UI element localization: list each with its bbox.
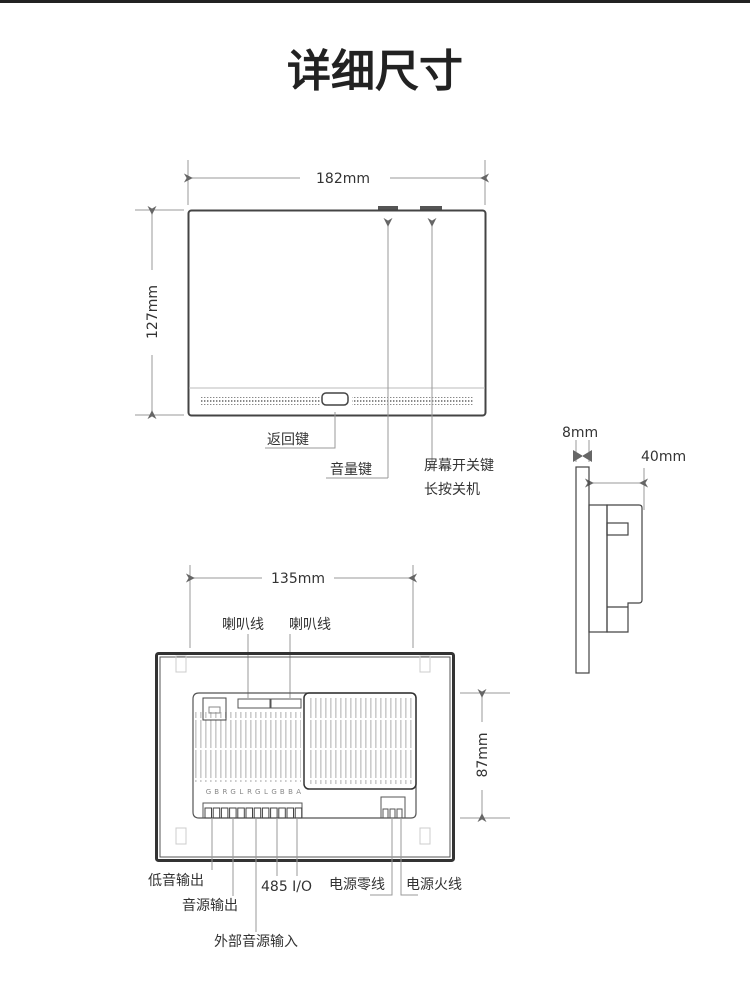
width-dimension: 182mm (316, 171, 370, 187)
power-button (420, 206, 442, 211)
rj45-port (202, 697, 227, 721)
rs485-label: 485 I/O (261, 879, 312, 895)
terminal-label: B (280, 788, 285, 796)
speaker-grille-left (200, 397, 320, 405)
front-panel (187, 209, 487, 417)
terminal-slot (204, 807, 212, 819)
back-key (321, 392, 349, 406)
back-height-dimension: 87mm (475, 732, 491, 777)
bass-out-label: 低音输出 (148, 872, 204, 889)
terminal-slot (286, 807, 294, 819)
neutral-wire-label: 电源零线 (329, 877, 385, 893)
power-key-label: 屏幕开关键 (424, 458, 494, 474)
page-title: 详细尺寸 (287, 46, 463, 97)
terminal-label: L (264, 788, 268, 796)
terminal-slot (245, 807, 253, 819)
volume-key-label: 音量键 (330, 461, 372, 478)
speaker-grille-right (352, 397, 474, 405)
terminal-slot (261, 807, 270, 819)
depth-dimension: 40mm (641, 449, 686, 465)
back-width-dimension: 135mm (271, 571, 325, 587)
terminal-label: A (296, 788, 301, 796)
terminal-slot (229, 807, 237, 819)
volume-button (378, 206, 398, 211)
terminal-label: G (255, 788, 260, 796)
terminal-slot (278, 807, 286, 819)
speaker-wire-label-1: 喇叭线 (222, 617, 264, 633)
terminal-slot (270, 807, 278, 819)
terminal-label: G (271, 788, 276, 796)
back-key-label: 返回键 (267, 432, 309, 448)
power-terminal (380, 796, 406, 819)
external-audio-in-label: 外部音源输入 (214, 933, 298, 950)
thickness-dimension: 8mm (562, 425, 598, 441)
side-view: 8mm 40mm (562, 425, 686, 674)
audio-out-label: 音源输出 (182, 897, 238, 914)
terminal-label: B (288, 788, 293, 796)
terminal-label: B (214, 788, 219, 796)
front-view: 182mm 127mm 返回键 音量键 屏幕开关键 长按关机 (135, 160, 494, 498)
speaker-wire-label-2: 喇叭线 (289, 617, 331, 633)
top-bar (0, 0, 750, 3)
terminal-label: G (206, 788, 211, 796)
terminal-label: R (247, 788, 252, 796)
live-wire-label: 电源火线 (406, 877, 462, 893)
height-dimension: 127mm (145, 285, 161, 339)
terminal-slot (294, 807, 303, 819)
terminal-label: L (239, 788, 243, 796)
terminal-slot (212, 807, 221, 819)
power-key-hint: 长按关机 (424, 482, 480, 498)
terminal-label: G (230, 788, 235, 796)
power-module (303, 692, 417, 790)
terminal-slot (220, 807, 229, 819)
terminal-slot (237, 807, 245, 819)
terminal-slot (253, 807, 262, 819)
terminal-label: R (222, 788, 227, 796)
